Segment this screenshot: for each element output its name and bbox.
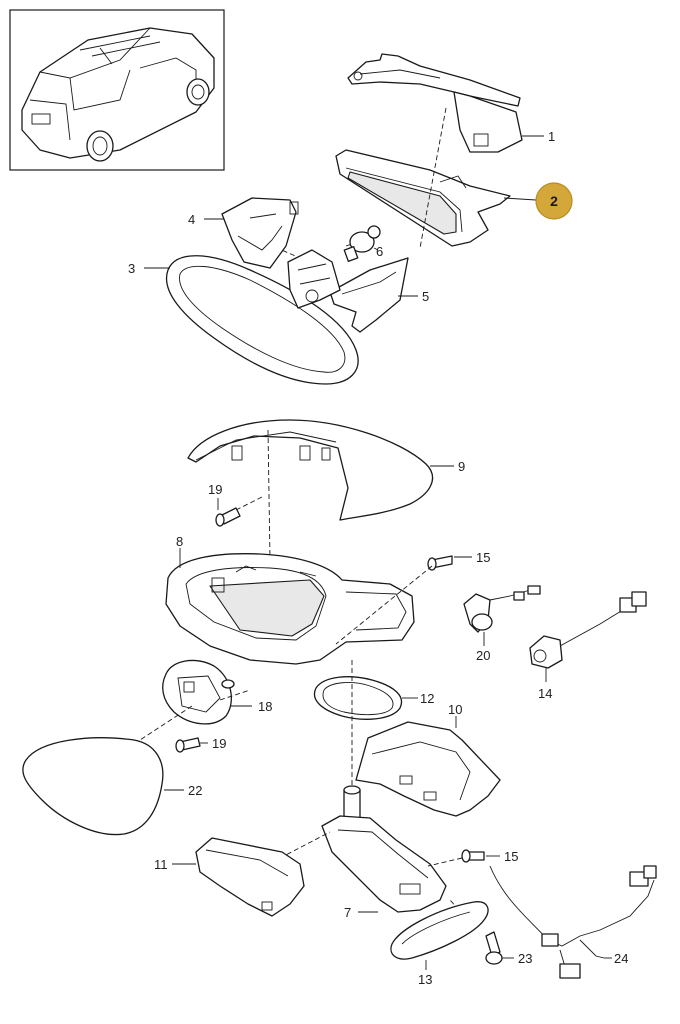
part-3-glass-frame[interactable]	[144, 255, 359, 385]
callout-22: 22	[188, 783, 202, 798]
assembly-line-15	[335, 565, 433, 645]
callout-15-lower: 15	[504, 849, 518, 864]
callout-14: 14	[538, 686, 552, 701]
part-1-bracket[interactable]	[347, 53, 544, 153]
part-15-screw-upper[interactable]	[427, 555, 472, 571]
part-19-screw-lower[interactable]	[175, 737, 208, 753]
part-11-under-cover[interactable]	[172, 837, 305, 917]
assembly-line-cap	[235, 429, 271, 561]
callout-2-highlight[interactable]: 2	[535, 182, 573, 220]
part-18-motor[interactable]	[162, 659, 252, 725]
callout-7: 7	[344, 905, 351, 920]
part-12-gasket[interactable]	[313, 676, 418, 720]
part-7-mirror-arm[interactable]	[321, 785, 447, 913]
callout-19-lower: 19	[212, 736, 226, 751]
part-adjuster-housing	[287, 249, 341, 309]
part-8-mirror-housing[interactable]	[165, 548, 415, 665]
callout-15-upper: 15	[476, 550, 490, 565]
callout-5: 5	[422, 289, 429, 304]
part-10-lower-trim[interactable]	[355, 716, 501, 817]
callout-1: 1	[548, 129, 555, 144]
highlight-badge	[535, 182, 573, 220]
vehicle-suv-icon	[21, 27, 215, 162]
callout-24: 24	[614, 951, 628, 966]
part-20-connector[interactable]	[463, 585, 541, 646]
callout-10: 10	[448, 702, 462, 717]
callout-13: 13	[418, 972, 432, 987]
part-24-wiring-harness[interactable]	[489, 865, 657, 979]
callout-23: 23	[518, 951, 532, 966]
callout-8: 8	[176, 534, 183, 549]
part-2-mirror-base[interactable]	[335, 149, 537, 247]
callout-3: 3	[128, 261, 135, 276]
part-4-inner-bracket[interactable]	[204, 197, 299, 269]
callout-18: 18	[258, 699, 272, 714]
part-14-camera[interactable]	[529, 591, 647, 682]
part-6-actuator[interactable]	[343, 225, 381, 262]
callout-4: 4	[188, 212, 195, 227]
part-22-mirror-glass[interactable]	[22, 737, 184, 836]
callout-11: 11	[154, 857, 168, 872]
assembly-line-motor	[139, 689, 251, 741]
callout-9: 9	[458, 459, 465, 474]
callout-6: 6	[376, 244, 383, 259]
part-19-screw-upper[interactable]	[215, 498, 241, 527]
callout-labels: 1 2 3 4 5 6 7 8 9 10 11 12 13 14 15 15 1…	[128, 129, 628, 987]
part-23-bolt[interactable]	[485, 931, 514, 965]
part-13-base-seal[interactable]	[390, 901, 489, 970]
callout-19-upper: 19	[208, 482, 222, 497]
callout-2: 2	[550, 193, 558, 209]
callout-12: 12	[420, 691, 434, 706]
part-15-screw-lower[interactable]	[461, 849, 500, 863]
part-9-mirror-cap[interactable]	[187, 419, 454, 521]
vehicle-thumbnail[interactable]	[9, 9, 225, 171]
part-5-lower-cover[interactable]	[329, 257, 418, 333]
callout-20: 20	[476, 648, 490, 663]
